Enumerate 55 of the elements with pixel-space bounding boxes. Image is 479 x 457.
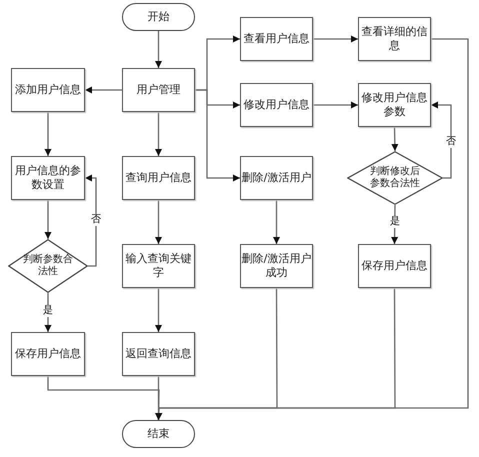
arrow: [155, 112, 162, 156]
process-box: [11, 156, 85, 200]
arrow: [44, 200, 52, 239]
process-box: [240, 244, 313, 288]
node-label: 用户管理: [136, 83, 180, 97]
process-box: [240, 83, 313, 127]
decision-diamond: [347, 151, 443, 205]
arrow: [313, 36, 358, 42]
process-box: [240, 156, 313, 200]
process-box: [240, 17, 313, 61]
process-box: [122, 68, 195, 112]
arrow: [391, 126, 398, 152]
terminal-pill: [122, 420, 195, 448]
edge-label: 否: [90, 214, 102, 226]
edge-label: 是: [389, 216, 401, 228]
edge-label: 是: [42, 305, 54, 317]
arrow: [85, 174, 97, 267]
decision-diamond: [8, 239, 88, 293]
arrow: [155, 288, 162, 332]
arrow: [273, 200, 280, 244]
edge-label: 否: [445, 136, 457, 148]
node-label: 添加用户信息: [15, 83, 81, 97]
arrow: [155, 376, 162, 420]
process-box: [11, 68, 85, 112]
node-label: 删除/激活用户成功: [241, 252, 312, 280]
arrow: [155, 31, 162, 68]
node-label: 修改用户信息参数: [360, 91, 428, 119]
process-box: [358, 244, 431, 288]
node-label: 查看详细的信息: [360, 25, 428, 53]
node-label: 保存用户信息: [362, 259, 428, 273]
process-box: [11, 332, 85, 376]
process-box: [358, 17, 431, 61]
node-label: 查看用户信息: [244, 32, 310, 46]
node-label: 修改用户信息: [244, 98, 310, 112]
node-label: 判断参数合法性: [22, 254, 74, 278]
arrow: [195, 89, 240, 182]
process-box: [358, 83, 431, 127]
process-box: [122, 156, 195, 200]
node-label: 删除/激活用户: [242, 171, 312, 185]
arrow: [313, 102, 358, 108]
arrow: [155, 200, 162, 244]
arrow: [85, 86, 122, 94]
node-label: 查询用户信息: [126, 171, 192, 185]
node-label: 保存用户信息: [15, 347, 81, 361]
process-box: [122, 332, 195, 376]
process-box: [122, 244, 195, 288]
node-label: 用户信息的参数设置: [14, 164, 82, 192]
node-label: 返回查询信息: [126, 347, 192, 361]
arrow: [431, 102, 452, 179]
node-label: 输入查询关键字: [124, 252, 192, 280]
terminal-pill: [122, 3, 195, 31]
node-label: 开始: [148, 10, 170, 24]
arrow: [44, 112, 52, 156]
node-label: 结束: [148, 427, 170, 441]
node-label: 判断修改后参数合法性: [369, 166, 421, 190]
